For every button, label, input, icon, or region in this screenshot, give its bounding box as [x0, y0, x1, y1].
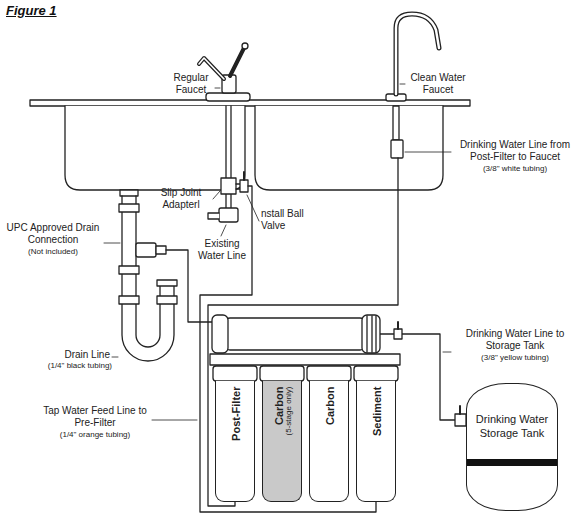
sink-basin — [65, 106, 443, 196]
ball-valve — [243, 172, 245, 180]
filter-cartridge: Sediment — [356, 381, 396, 502]
cartridge-label: Post-Filter — [229, 386, 241, 440]
sink-basin — [65, 106, 245, 190]
filter-cartridge: Post-Filter — [215, 381, 255, 502]
drain-pipe — [157, 296, 177, 304]
filter-cap — [307, 366, 351, 381]
membrane-housing — [226, 318, 364, 350]
regular-faucet — [242, 43, 248, 49]
cartridge-label: Sediment — [370, 386, 382, 436]
part-label: nstall Ball Valve — [261, 208, 323, 232]
part-label: Existing Water Line — [194, 238, 250, 262]
filter-cap — [213, 366, 257, 381]
part-label: Drinking Water Line to Storage Tank — [452, 328, 578, 352]
regular-faucet — [206, 93, 250, 101]
membrane-housing — [375, 316, 376, 352]
membrane-housing — [212, 315, 380, 353]
sink-basin — [255, 106, 443, 190]
part-label: Tap Water Feed Line to Pre-Filter — [38, 405, 152, 429]
leader-line — [152, 420, 197, 421]
existing-water-line — [208, 106, 238, 222]
leader-line — [104, 84, 451, 420]
filter-cartridge: Carbon — [309, 381, 349, 502]
existing-water-line — [208, 213, 219, 219]
tubing — [208, 158, 398, 506]
drain-pipe — [119, 204, 139, 212]
tubing — [394, 329, 402, 339]
tank-text-frame: Drinking Water Storage Tank — [472, 400, 552, 454]
clean-water-faucet — [393, 106, 399, 140]
cartridge-label: Carbon — [272, 386, 284, 425]
existing-water-line — [221, 178, 236, 194]
drain-connection — [156, 246, 166, 254]
cartridge-label-frame: Post-Filter — [215, 386, 255, 495]
drain-connection — [136, 243, 166, 257]
tubing-note: (3/8" yellow tubing) — [452, 353, 578, 363]
filter-cap — [260, 366, 304, 381]
tubing-note: (1/4" orange tubing) — [38, 430, 152, 440]
tank-valve — [455, 414, 466, 426]
drain-pipe — [157, 280, 177, 286]
ball-valve — [236, 172, 248, 192]
tubing — [166, 158, 455, 512]
leader-line — [215, 88, 220, 89]
mounting-bracket — [210, 354, 400, 365]
filter-cap — [213, 366, 398, 381]
regular-faucet — [230, 48, 244, 76]
membrane-housing — [362, 315, 380, 353]
leader-line — [112, 357, 118, 358]
leader-line — [443, 352, 451, 353]
tank-valve — [455, 406, 466, 426]
tubing-note: (Not included) — [2, 247, 104, 257]
filter-cartridge: Carbon(5-stage only) — [262, 381, 302, 502]
ball-valve — [240, 180, 248, 192]
part-label: UPC Approved Drain Connection — [2, 222, 104, 246]
leader-line — [221, 225, 226, 236]
clean-water-faucet — [391, 140, 403, 158]
tank-band — [467, 459, 557, 466]
sink-basin — [120, 190, 138, 196]
part-label: Regular Faucet — [166, 72, 216, 96]
cartridge-label-frame: Sediment — [356, 386, 396, 495]
filter-cap — [354, 366, 398, 381]
cartridge-note: (5-stage only) — [284, 386, 293, 435]
leader-line — [400, 84, 405, 85]
leader-line — [213, 191, 220, 199]
part-label: Drinking Water Line from Post-Filter to … — [452, 139, 578, 163]
membrane-housing — [371, 316, 372, 352]
drain-pipe — [119, 266, 139, 274]
drain-connection — [136, 243, 156, 257]
tank-label: Drinking Water Storage Tank — [472, 413, 552, 441]
cartridge-label-frame: Carbon(5-stage only) — [262, 386, 302, 495]
membrane-housing — [212, 315, 228, 353]
existing-water-line — [219, 208, 238, 222]
tubing — [397, 322, 399, 329]
tubing-note: (1/4" black tubing) — [24, 361, 112, 371]
membrane-housing — [366, 316, 367, 352]
part-label: Drain Line — [40, 349, 110, 361]
tubing-note: (3/8" white tubing) — [452, 164, 578, 174]
leader-line — [104, 243, 120, 244]
part-label: Clean Water Faucet — [406, 72, 470, 96]
cartridge-label: Carbon — [323, 386, 335, 425]
leader-line — [247, 195, 259, 221]
figure-title: Figure 1 — [6, 3, 57, 18]
drain-pipe — [119, 296, 139, 304]
tank-valve — [459, 406, 461, 414]
drain-pipe — [119, 196, 177, 361]
drain-pipe — [136, 285, 160, 347]
leader-line — [405, 152, 451, 153]
storage-tank: Drinking Water Storage Tank — [466, 383, 558, 511]
cartridge-label-frame: Carbon — [309, 386, 349, 495]
tubing — [200, 186, 376, 512]
mounting-bracket — [210, 354, 400, 365]
part-label: Slip Joint Adapterl — [148, 187, 214, 211]
